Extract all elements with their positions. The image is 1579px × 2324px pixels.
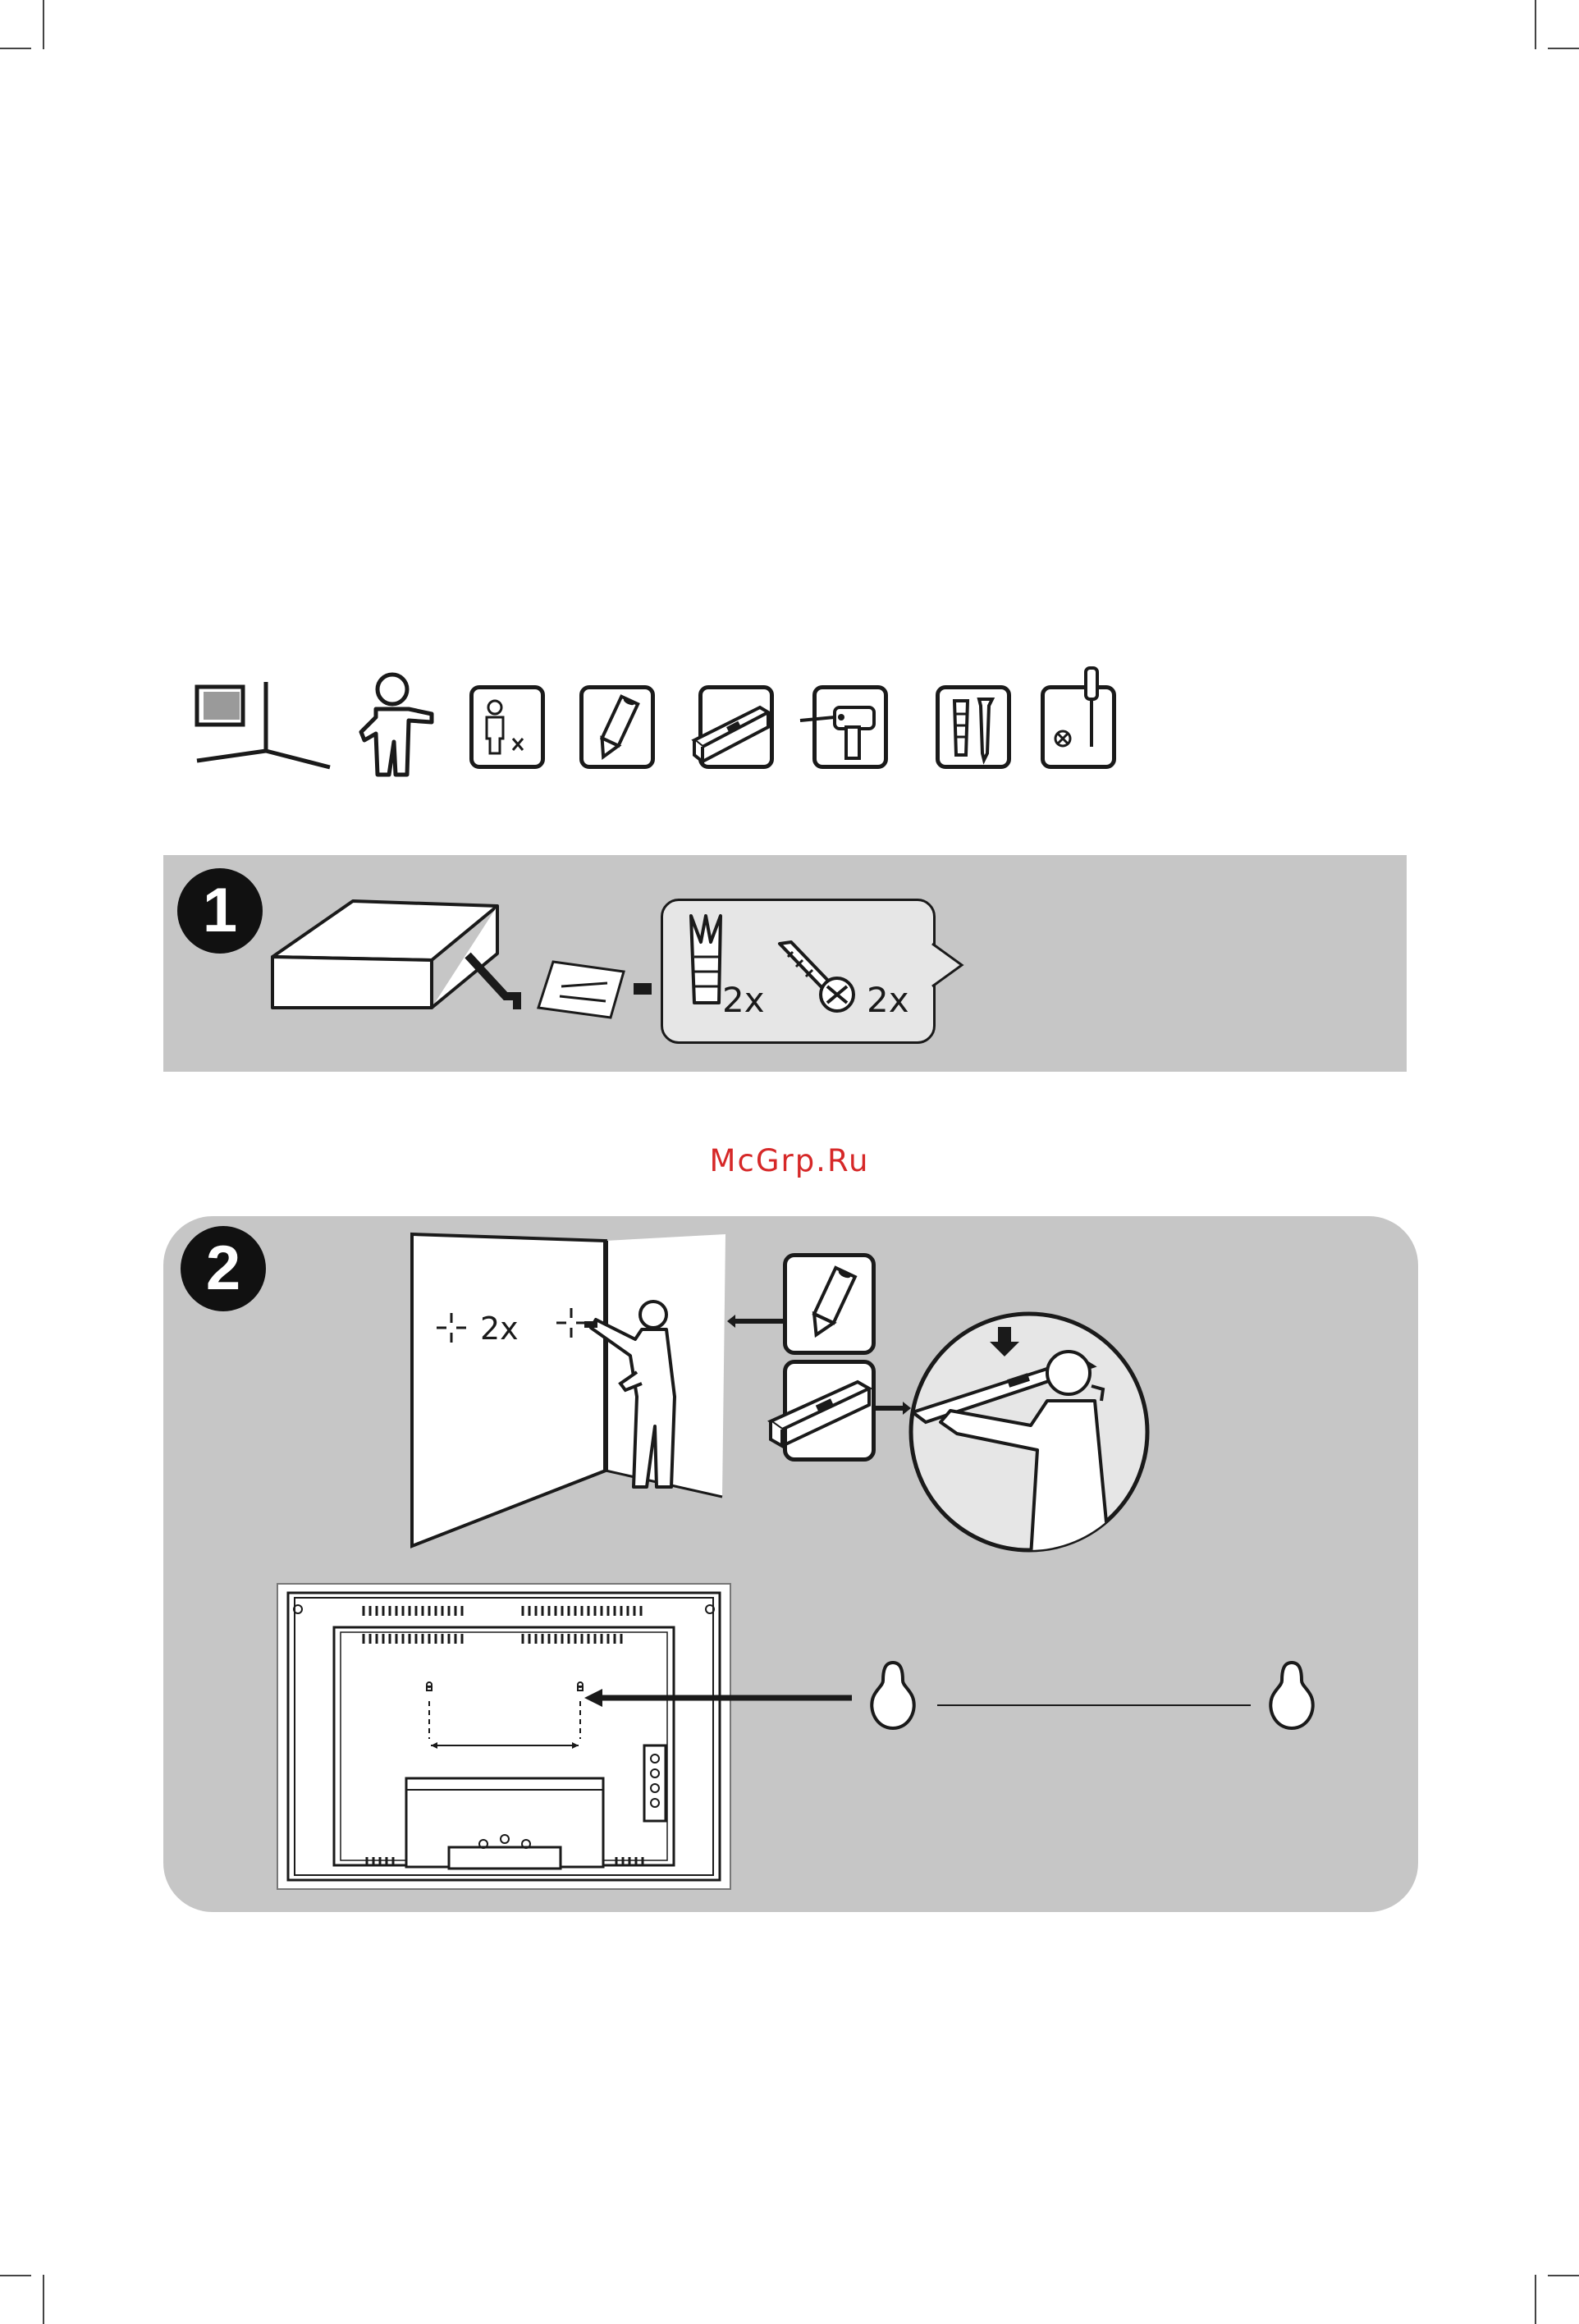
arrow-icon <box>584 1686 852 1710</box>
plug-quantity: 2x <box>722 980 765 1020</box>
keyhole-spacing-diagram <box>868 1659 1320 1741</box>
two-persons-icon <box>469 685 545 769</box>
crop-mark <box>1535 0 1536 49</box>
wall-corner-scene <box>410 1233 730 1553</box>
crop-mark <box>1535 2275 1536 2324</box>
connector-dash <box>634 983 652 995</box>
crop-mark <box>1548 48 1579 49</box>
person-pointing-icon <box>358 671 440 778</box>
marks-quantity: 2x <box>480 1311 519 1347</box>
screw-quantity: 2x <box>867 980 909 1020</box>
crop-mark <box>0 48 31 49</box>
spirit-level-icon <box>698 685 774 769</box>
crop-mark <box>0 2275 31 2276</box>
step-2-badge: 2 <box>181 1226 266 1311</box>
screwdriver-icon <box>1041 685 1116 769</box>
watermark: McGrp.Ru <box>0 1143 1579 1178</box>
drill-icon <box>812 685 888 769</box>
leveling-detail-inset <box>908 1311 1151 1553</box>
crop-mark <box>43 0 44 49</box>
crop-mark <box>1548 2275 1579 2276</box>
crop-mark <box>43 2275 44 2324</box>
spirit-level-icon <box>783 1360 876 1462</box>
wall-plug-icon <box>686 913 727 1011</box>
step-1-badge: 1 <box>177 868 263 954</box>
pencil-icon <box>783 1253 876 1355</box>
wall-plugs-and-screws-icon <box>936 685 1011 769</box>
bubble-pointer <box>932 942 965 991</box>
screw-icon <box>776 940 858 1014</box>
tv-in-corner-icon <box>194 679 333 771</box>
pencil-icon <box>579 685 655 769</box>
accessory-bag-icon <box>537 960 627 1019</box>
tv-back-panel <box>277 1583 731 1890</box>
arrow-icon <box>465 952 522 1009</box>
